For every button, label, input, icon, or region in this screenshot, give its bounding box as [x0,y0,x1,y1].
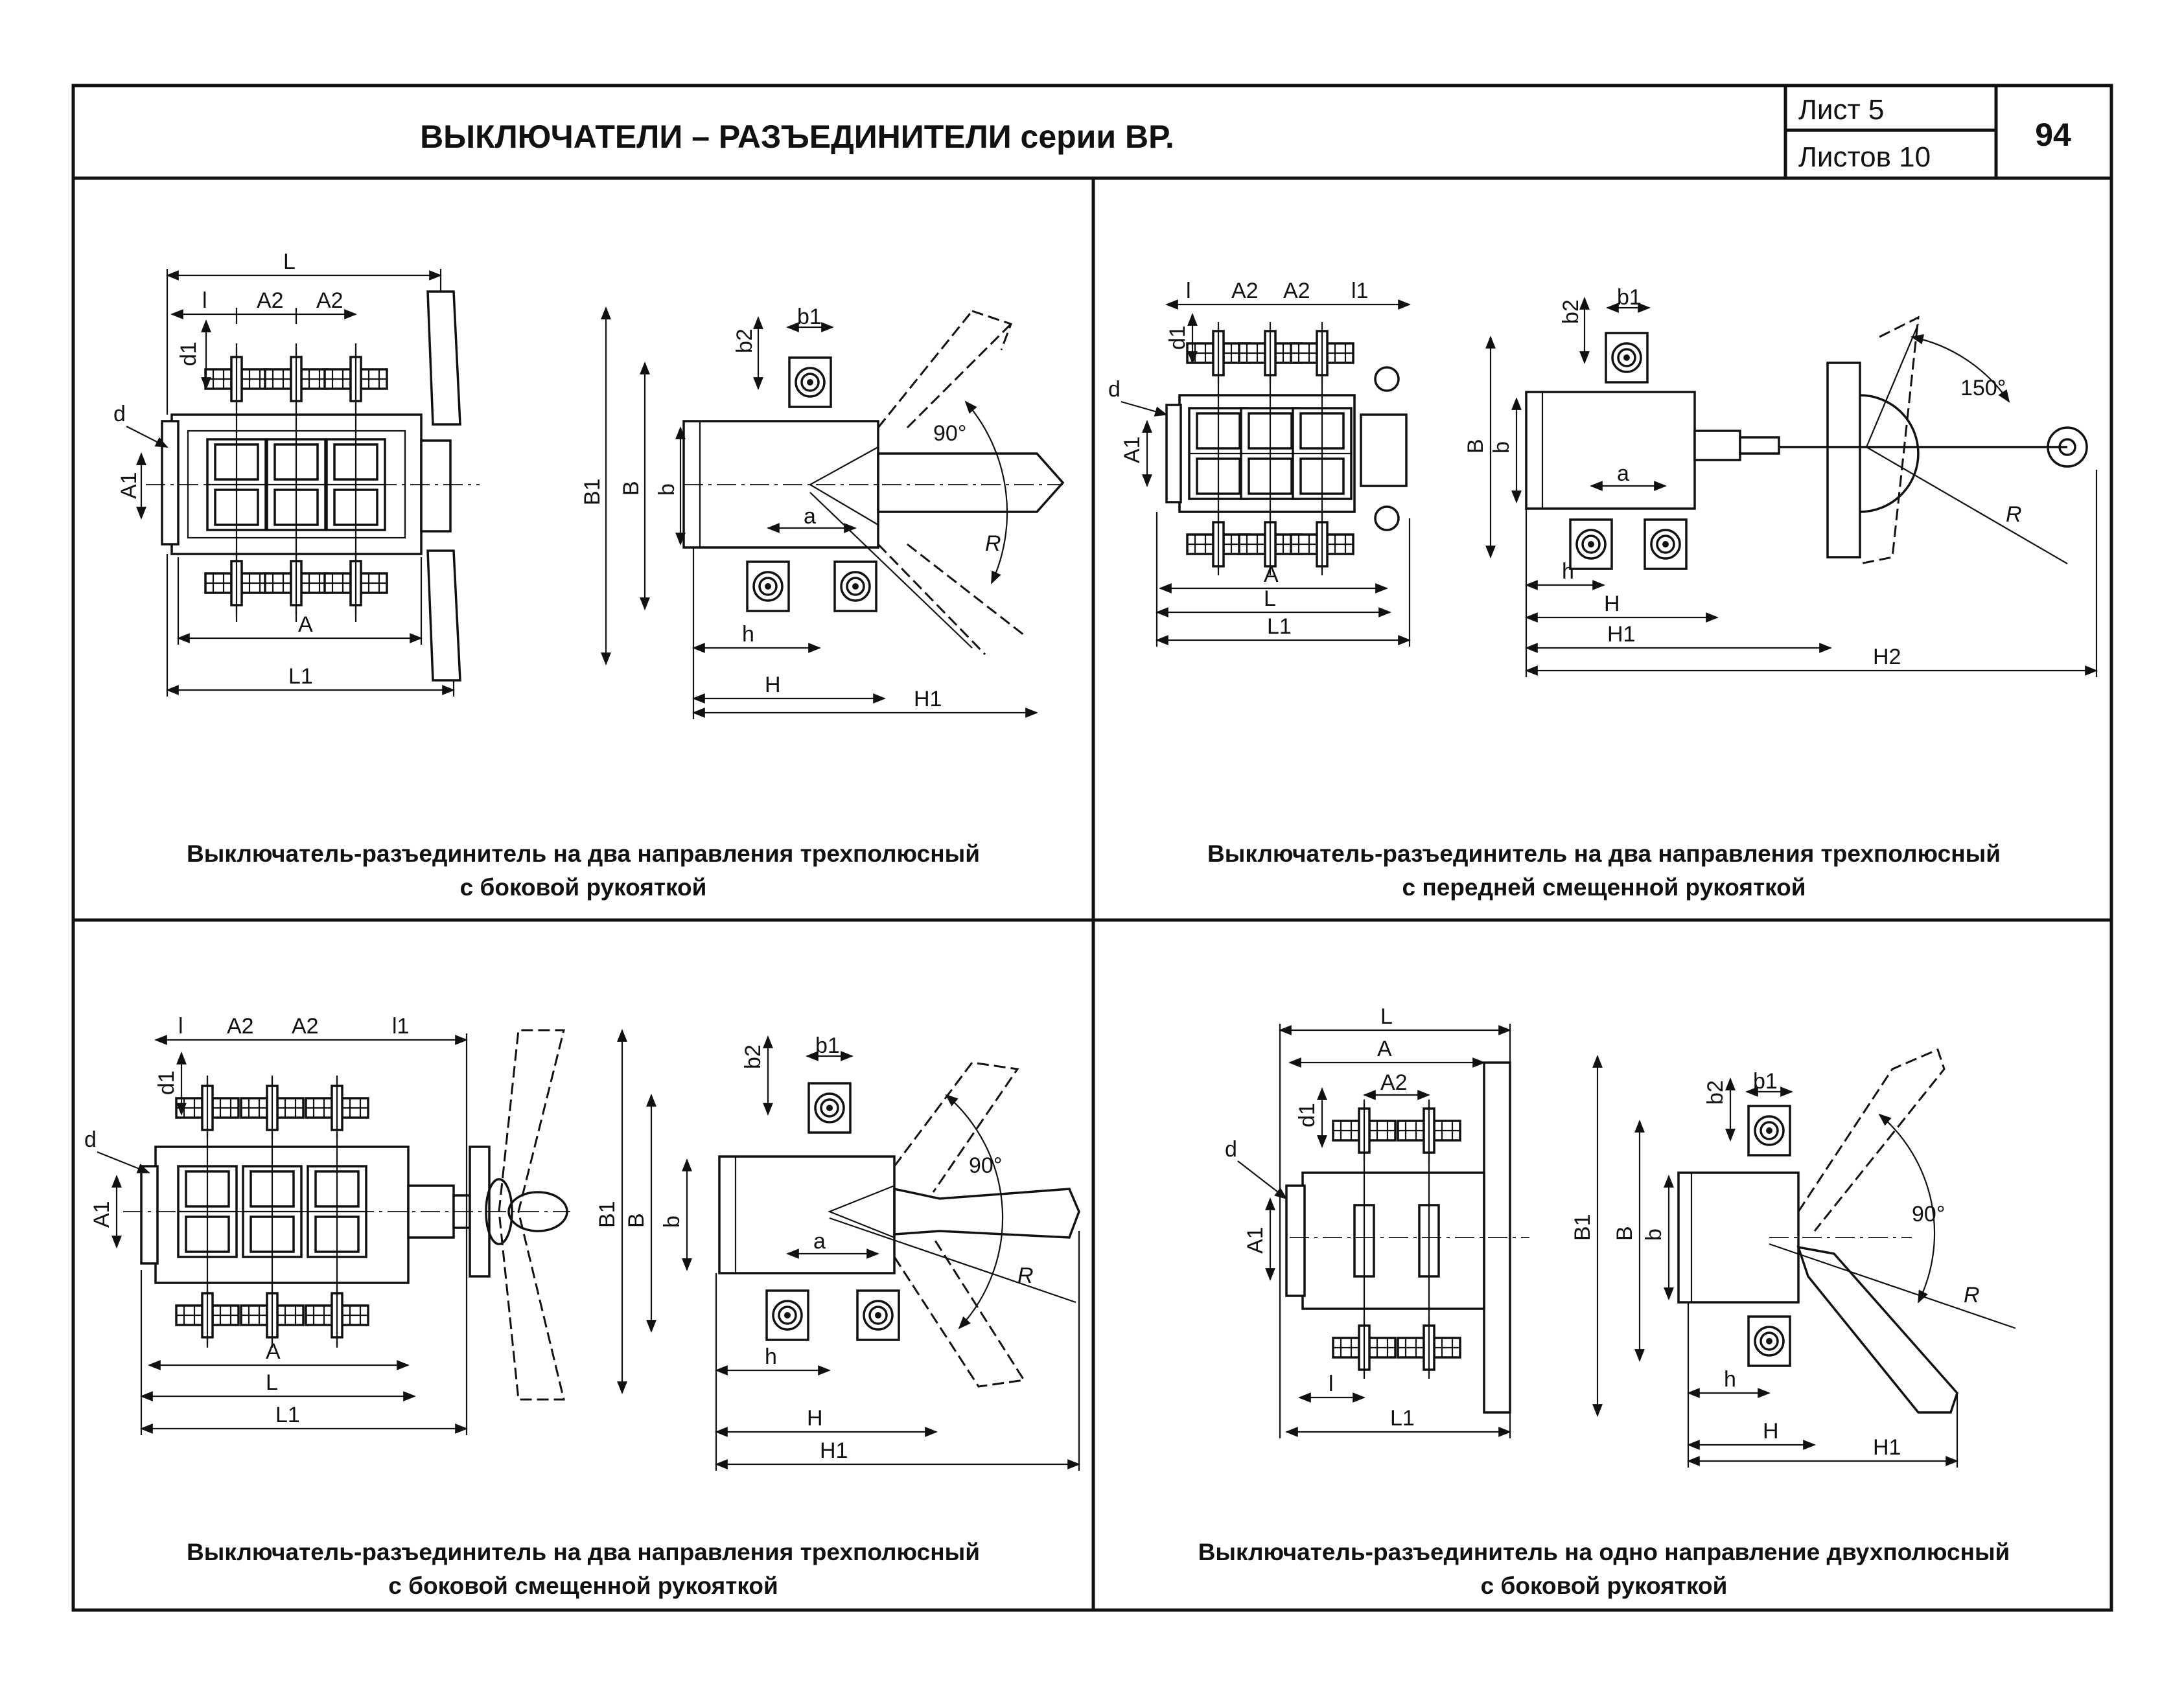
page-number: 94 [2035,117,2071,153]
svg-text:b2: b2 [1559,299,1583,324]
panel-3-drawing: l A2 A2 l1 d1 d A1 A L L1 90° R B1 B [84,1014,1080,1471]
svg-text:H: H [807,1406,823,1431]
svg-text:A1: A1 [1243,1227,1268,1254]
panel-2-caption-line-1: Выключатель-разъединитель на два направл… [1207,840,2001,867]
svg-text:b: b [1642,1228,1666,1241]
svg-text:b1: b1 [815,1033,840,1058]
svg-text:90°: 90° [933,421,966,446]
svg-text:b1: b1 [797,305,822,329]
svg-text:A2: A2 [227,1014,254,1039]
svg-text:L1: L1 [1267,614,1292,639]
panel-1-drawing: L l A2 A2 d1 d A1 A L1 90° R [113,249,1065,719]
panel-1-caption-line-2: с боковой рукояткой [460,874,707,901]
svg-text:b2: b2 [1703,1080,1728,1105]
svg-text:L1: L1 [275,1403,300,1427]
svg-text:H: H [765,673,781,697]
svg-text:H1: H1 [914,687,942,711]
panel-4-drawing: L A A2 d1 d A1 l L1 90° R B1 B b [1225,1004,2016,1468]
svg-text:H2: H2 [1873,645,1901,669]
svg-text:B1: B1 [1570,1214,1595,1241]
svg-text:H: H [1604,592,1620,616]
svg-text:d1: d1 [154,1070,179,1095]
svg-text:l: l [202,288,207,313]
svg-text:d1: d1 [1165,325,1190,350]
svg-text:h: h [1562,559,1574,584]
svg-text:150°: 150° [1960,376,2006,400]
svg-text:H1: H1 [1607,622,1635,647]
svg-text:l: l [1186,279,1191,303]
svg-text:L: L [1264,586,1276,611]
svg-text:l1: l1 [392,1014,409,1039]
page-title: ВЫКЛЮЧАТЕЛИ – РАЗЪЕДИНИТЕЛИ серии ВР. [420,119,1174,155]
svg-text:b1: b1 [1617,285,1642,310]
svg-text:H: H [1763,1419,1779,1444]
svg-text:90°: 90° [969,1153,1002,1178]
svg-text:A2: A2 [257,288,284,313]
svg-text:B: B [624,1213,649,1228]
svg-text:L: L [266,1370,278,1395]
svg-text:H1: H1 [820,1438,848,1463]
svg-text:b2: b2 [732,328,757,353]
panel-2-drawing: l A2 A2 l1 d1 d A1 A L L1 150° R [1108,279,2098,677]
sheets-total: Листов 10 [1798,141,1931,173]
svg-text:A: A [298,612,313,637]
svg-text:B1: B1 [580,478,605,505]
panel-3-caption-line-1: Выключатель-разъединитель на два направл… [187,1539,980,1565]
svg-text:R: R [2006,502,2022,527]
svg-text:d1: d1 [1295,1103,1319,1127]
svg-text:l: l [1329,1372,1334,1396]
svg-text:L1: L1 [288,664,313,689]
svg-text:L: L [1380,1004,1393,1029]
svg-text:A1: A1 [117,472,141,499]
panel-4-caption-line-1: Выключатель-разъединитель на одно направ… [1198,1539,2010,1565]
svg-text:A2: A2 [292,1014,319,1039]
svg-text:B: B [619,481,644,496]
svg-text:B1: B1 [595,1201,620,1228]
svg-text:h: h [742,622,754,647]
svg-text:l: l [178,1014,183,1039]
svg-text:B: B [1612,1226,1637,1241]
svg-text:b2: b2 [741,1044,765,1069]
svg-text:a: a [1617,461,1629,486]
svg-text:R: R [985,531,1001,556]
svg-text:d: d [1225,1137,1237,1162]
svg-text:b: b [655,483,679,496]
svg-text:h: h [1724,1367,1736,1392]
svg-text:a: a [813,1229,826,1254]
svg-text:A1: A1 [1120,436,1144,463]
svg-text:h: h [765,1344,777,1369]
svg-text:d1: d1 [176,341,201,366]
svg-text:B: B [1463,439,1488,454]
svg-text:L: L [283,249,296,274]
svg-text:A2: A2 [1283,279,1310,303]
svg-text:H1: H1 [1873,1435,1901,1460]
svg-text:l1: l1 [1351,279,1368,303]
panel-1-caption-line-1: Выключатель-разъединитель на два направл… [187,840,980,867]
svg-text:d: d [1108,377,1121,402]
panel-4-caption-line-2: с боковой рукояткой [1481,1572,1728,1599]
svg-text:d: d [84,1127,97,1152]
svg-text:R: R [1964,1283,1980,1307]
svg-text:A1: A1 [89,1201,114,1228]
sheet-number: Лист 5 [1798,94,1884,126]
svg-text:A: A [266,1339,281,1364]
panel-3-caption-line-2: с боковой смещенной рукояткой [388,1572,778,1599]
svg-text:d: d [113,402,126,426]
svg-text:A2: A2 [316,288,343,313]
panel-2-caption-line-2: с передней смещенной рукояткой [1402,874,1806,901]
svg-text:A2: A2 [1231,279,1259,303]
svg-text:b: b [660,1215,684,1228]
svg-text:b: b [1489,441,1514,454]
svg-text:L1: L1 [1390,1406,1415,1431]
svg-text:b1: b1 [1753,1069,1778,1094]
svg-text:a: a [804,504,816,529]
svg-text:90°: 90° [1912,1202,1945,1227]
svg-text:A: A [1264,562,1279,587]
svg-text:A: A [1377,1037,1392,1061]
svg-text:A2: A2 [1380,1070,1408,1095]
